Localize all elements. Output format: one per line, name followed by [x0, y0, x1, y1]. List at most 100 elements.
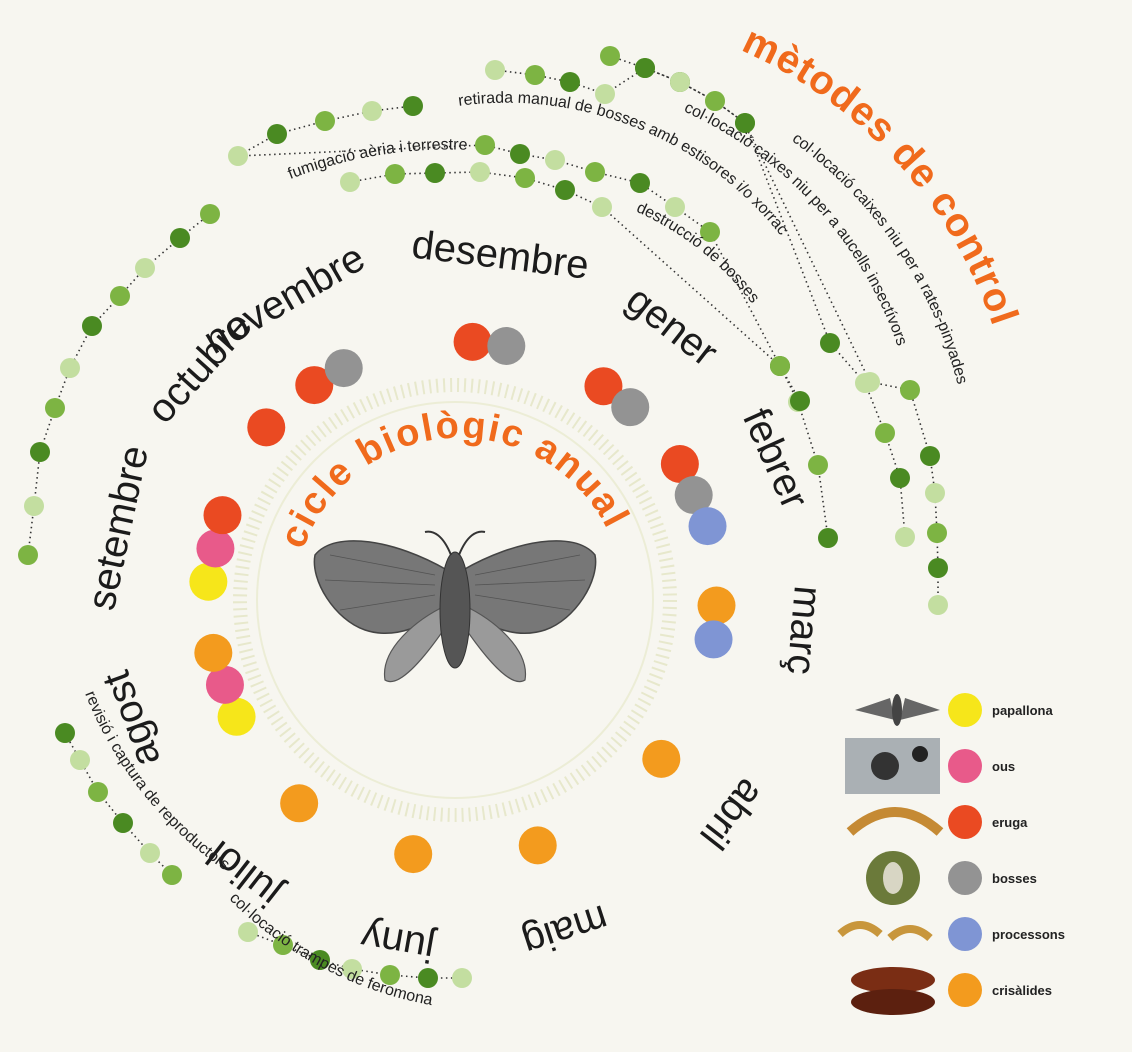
month-label-10: setembre [79, 442, 157, 614]
legend-dot-papallona [948, 693, 982, 727]
method-dot-0 [895, 527, 915, 547]
month-label-2: gener [618, 277, 726, 375]
method-dot-1 [920, 446, 940, 466]
method-dot-5 [70, 750, 90, 770]
legend-thumb-bosses [866, 851, 920, 905]
month-label-4: març [778, 584, 830, 676]
legend-dot-processons [948, 917, 982, 951]
state-dot-bosses [325, 349, 363, 387]
legend-dot-eruga [948, 805, 982, 839]
method-tracks: col·locació caixes niu per a rates-pinya… [18, 46, 970, 1009]
method-dot-3 [340, 172, 360, 192]
method-dot-0 [890, 468, 910, 488]
method-dot-1 [900, 380, 920, 400]
method-dot-3 [790, 391, 810, 411]
method-track-line-3 [350, 172, 800, 401]
method-dot-4 [30, 442, 50, 462]
method-dot-2 [818, 528, 838, 548]
method-dot-4 [18, 545, 38, 565]
state-dot-crisalides [280, 784, 318, 822]
month-label-6: maig [517, 896, 613, 965]
method-dot-2 [585, 162, 605, 182]
state-dot-processons [689, 507, 727, 545]
legend-label-crisalides: crisàlides [992, 983, 1052, 998]
method-dot-2 [630, 173, 650, 193]
legend-thumb-processons [840, 925, 930, 938]
method-dot-2 [808, 455, 828, 475]
method-dot-2 [545, 150, 565, 170]
method-dot-4 [110, 286, 130, 306]
state-dot-crisalides [697, 587, 735, 625]
legend-thumb-eruga [850, 812, 940, 832]
legend-label-eruga: eruga [992, 815, 1028, 830]
state-dot-crisalides [394, 835, 432, 873]
method-label-path-2: retirada manual de bosses amb estisores … [457, 90, 791, 239]
method-dot-5 [55, 723, 75, 743]
legend-dot-crisalides [948, 973, 982, 1007]
method-dot-1 [927, 523, 947, 543]
state-dot-eruga [454, 323, 492, 361]
method-dot-2 [267, 124, 287, 144]
state-dot-crisalides [519, 826, 557, 864]
method-dot-1 [928, 558, 948, 578]
method-dot-1 [705, 91, 725, 111]
legend-dot-bosses [948, 861, 982, 895]
month-label-7: juny [358, 914, 439, 970]
method-dot-0 [485, 60, 505, 80]
method-dot-6 [452, 968, 472, 988]
method-dot-5 [140, 843, 160, 863]
method-dot-1 [925, 483, 945, 503]
method-dot-2 [475, 135, 495, 155]
method-dot-3 [385, 164, 405, 184]
state-dot-papallona [189, 563, 227, 601]
method-label-2: retirada manual de bosses amb estisores … [457, 90, 791, 239]
method-dot-0 [560, 72, 580, 92]
method-dot-4 [82, 316, 102, 336]
method-dot-2 [315, 111, 335, 131]
method-dot-2 [403, 96, 423, 116]
method-dot-5 [162, 865, 182, 885]
legend-label-papallona: papallona [992, 703, 1053, 718]
method-dot-2 [362, 101, 382, 121]
legend-label-bosses: bosses [992, 871, 1037, 886]
method-dot-3 [425, 163, 445, 183]
state-dot-crisalides [642, 740, 680, 778]
method-dot-1 [928, 595, 948, 615]
method-dot-4 [45, 398, 65, 418]
legend-thumb-ous [845, 738, 940, 794]
state-dot-eruga [203, 496, 241, 534]
state-dot-bosses [487, 327, 525, 365]
method-dot-1 [635, 58, 655, 78]
method-dot-4 [135, 258, 155, 278]
method-dot-4 [170, 228, 190, 248]
legend-thumb-papallona [855, 694, 940, 726]
method-dot-6 [418, 968, 438, 988]
method-dot-4 [200, 204, 220, 224]
state-dot-ous [196, 529, 234, 567]
legend-label-processons: processons [992, 927, 1065, 942]
method-dot-4 [24, 496, 44, 516]
method-dot-3 [770, 356, 790, 376]
method-dot-5 [88, 782, 108, 802]
state-dot-processons [695, 620, 733, 658]
legend-label-ous: ous [992, 759, 1015, 774]
method-dot-3 [555, 180, 575, 200]
method-dot-2 [510, 144, 530, 164]
moth-illustration [314, 532, 595, 682]
method-dot-3 [470, 162, 490, 182]
method-dot-0 [875, 423, 895, 443]
method-dot-1 [670, 72, 690, 92]
method-dot-5 [113, 813, 133, 833]
method-dot-3 [592, 197, 612, 217]
method-dot-4 [60, 358, 80, 378]
method-dot-1 [860, 372, 880, 392]
method-dot-3 [515, 168, 535, 188]
state-dot-bosses [611, 388, 649, 426]
method-dot-0 [595, 84, 615, 104]
state-dot-eruga [247, 408, 285, 446]
month-label-3: febrer [734, 402, 817, 515]
month-label-1: desembre [409, 222, 591, 287]
method-dot-2 [228, 146, 248, 166]
method-dot-0 [525, 65, 545, 85]
